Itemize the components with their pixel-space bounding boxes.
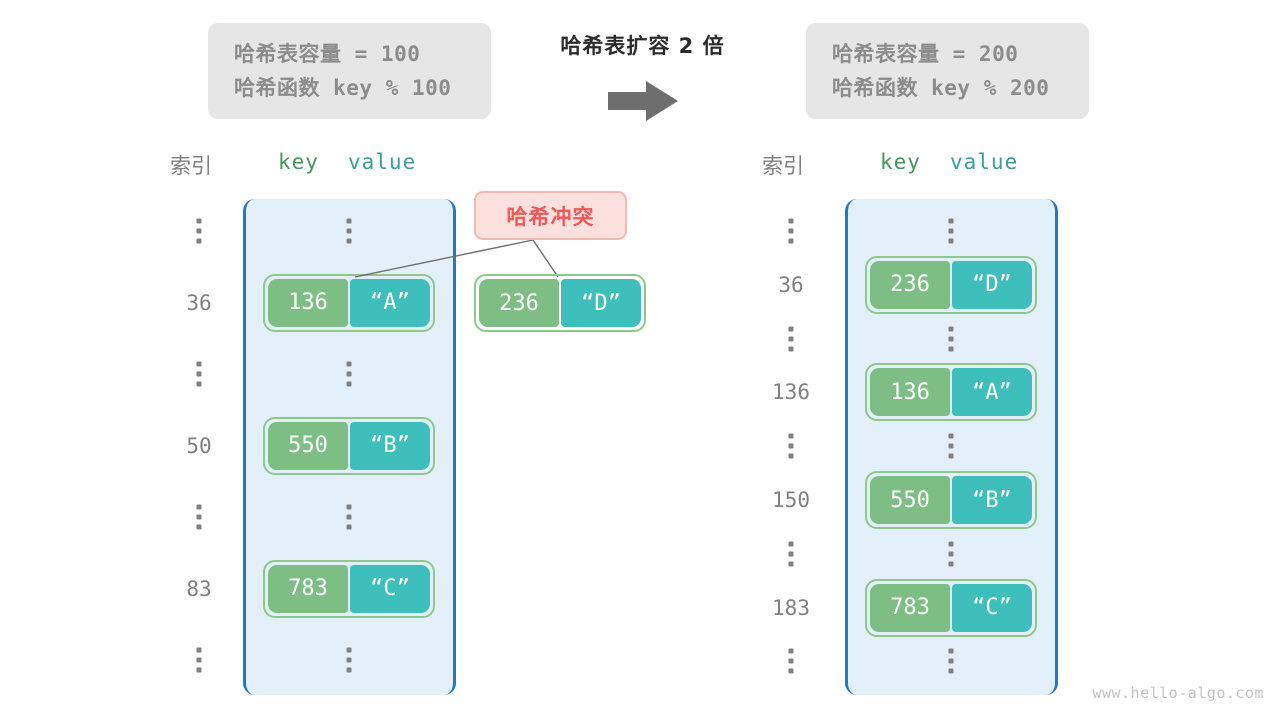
overflow-pair-key: 236 [479, 279, 559, 327]
right-capacity-text: 哈希表容量 = 200 [832, 42, 1019, 66]
bucket-ellipsis [346, 504, 352, 530]
expand-caption: 哈希表扩容 2 倍 [560, 34, 725, 58]
key-value-pair[interactable]: 136“A” [865, 363, 1037, 422]
bucket-ellipsis [948, 326, 954, 352]
bucket-ellipsis [948, 541, 954, 567]
right-config-box: 哈希表容量 = 200 哈希函数 key % 200 [806, 23, 1089, 119]
pair-key: 136 [870, 368, 950, 417]
pair-value: “C” [350, 564, 430, 613]
left-index-header: 索引 [170, 154, 212, 178]
left-hash-function-text: 哈希函数 key % 100 [234, 76, 452, 100]
left-capacity-text: 哈希表容量 = 100 [234, 42, 421, 66]
arrow-right-icon [530, 78, 755, 124]
index-ellipsis [196, 647, 202, 673]
bucket-ellipsis [948, 433, 954, 459]
collision-badge: 哈希冲突 [474, 191, 627, 240]
pair-key: 783 [870, 583, 950, 632]
right-index-header: 索引 [762, 154, 804, 178]
left-value-header: value [348, 150, 417, 174]
index-ellipsis [788, 433, 794, 459]
pair-value: “A” [952, 368, 1032, 417]
index-ellipsis [196, 504, 202, 530]
pair-value: “B” [952, 476, 1032, 524]
key-value-pair[interactable]: 783“C” [865, 578, 1037, 637]
pair-value: “D” [952, 260, 1032, 309]
key-value-pair[interactable]: 236“D” [865, 255, 1037, 314]
bucket-index-label: 36 [186, 290, 212, 315]
index-ellipsis [788, 326, 794, 352]
index-ellipsis [788, 648, 794, 674]
key-value-pair[interactable]: 783“C” [263, 559, 435, 618]
right-value-header: value [950, 150, 1019, 174]
overflow-pair-value: “D” [561, 279, 641, 327]
key-value-pair[interactable]: 136“A” [263, 273, 435, 332]
bucket-ellipsis [346, 361, 352, 387]
pair-value: “B” [350, 421, 430, 470]
pair-key: 550 [268, 421, 348, 470]
left-config-box: 哈希表容量 = 100 哈希函数 key % 100 [208, 23, 491, 119]
bucket-ellipsis [346, 218, 352, 244]
pair-value: “C” [952, 583, 1032, 632]
index-ellipsis [788, 541, 794, 567]
watermark: www.hello-algo.com [1092, 684, 1264, 702]
index-ellipsis [196, 361, 202, 387]
pair-key: 783 [268, 564, 348, 613]
pair-value: “A” [350, 278, 430, 327]
index-ellipsis [196, 218, 202, 244]
key-value-pair[interactable]: 550“B” [263, 416, 435, 475]
bucket-index-label: 150 [772, 488, 810, 512]
key-value-pair[interactable]: 550“B” [865, 471, 1037, 529]
left-key-header: key [278, 150, 319, 174]
bucket-ellipsis [948, 648, 954, 674]
overflow-pair[interactable]: 236 “D” [474, 274, 646, 332]
right-key-header: key [880, 150, 921, 174]
bucket-index-label: 50 [186, 433, 212, 458]
pair-key: 550 [870, 476, 950, 524]
pair-key: 236 [870, 260, 950, 309]
bucket-index-label: 83 [186, 576, 212, 601]
bucket-index-label: 136 [772, 380, 810, 405]
index-ellipsis [788, 218, 794, 244]
bucket-index-label: 36 [778, 272, 804, 297]
right-hash-function-text: 哈希函数 key % 200 [832, 76, 1050, 100]
pair-key: 136 [268, 278, 348, 327]
bucket-ellipsis [346, 647, 352, 673]
bucket-index-label: 183 [772, 595, 810, 620]
bucket-ellipsis [948, 218, 954, 244]
